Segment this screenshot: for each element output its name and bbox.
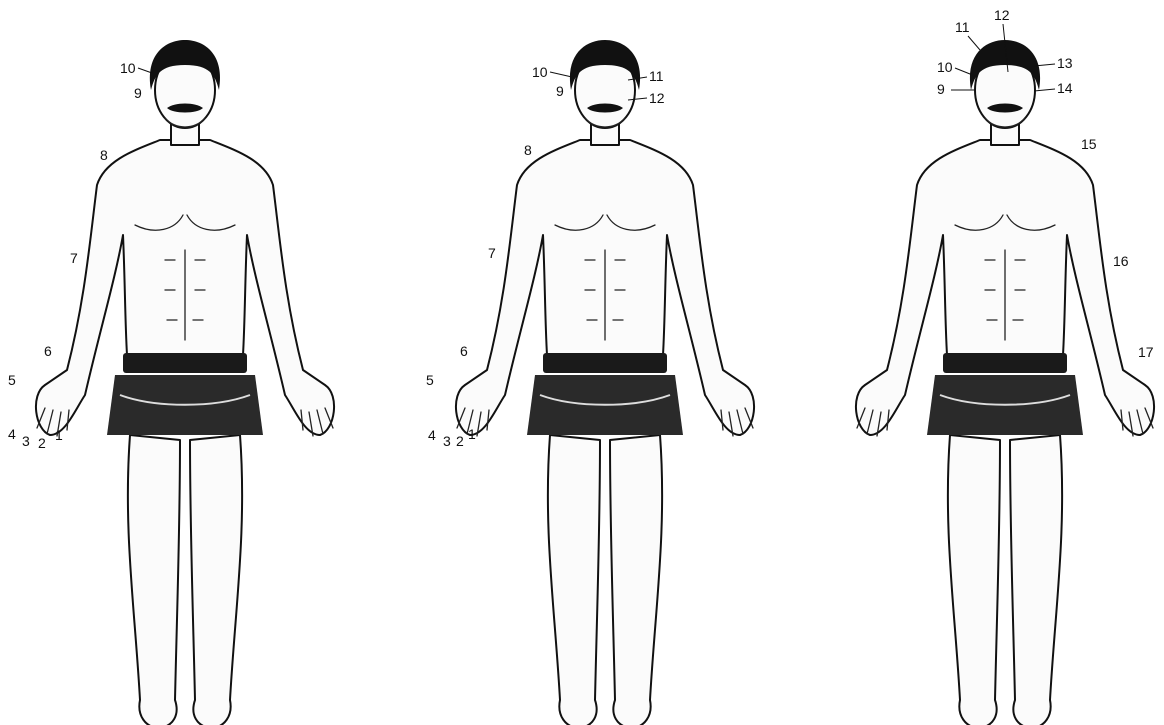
figure-3-label-14: 14 xyxy=(1057,80,1073,96)
figure-1-label-2: 2 xyxy=(38,435,46,451)
figure-1-label-8: 8 xyxy=(100,147,108,163)
figure-1-label-6: 6 xyxy=(44,343,52,359)
figure-3-label-15: 15 xyxy=(1081,136,1097,152)
figure-1-label-5: 5 xyxy=(8,372,16,388)
figure-3-label-10: 10 xyxy=(937,59,953,75)
figure-1-label-10: 10 xyxy=(120,60,136,76)
figure-2-label-5: 5 xyxy=(426,372,434,388)
figure-1-label-3: 3 xyxy=(22,433,30,449)
figure-3-label-16: 16 xyxy=(1113,253,1129,269)
figure-2-label-8: 8 xyxy=(524,142,532,158)
figure-2-label-7: 7 xyxy=(488,245,496,261)
figure-2-body xyxy=(456,40,754,725)
figure-1-body xyxy=(36,40,334,725)
figure-2-label-6: 6 xyxy=(460,343,468,359)
figure-2-label-9: 9 xyxy=(556,83,564,99)
figure-3-body xyxy=(856,40,1154,725)
figure-2: 10 9 11 12 8 7 6 5 4 3 2 1 xyxy=(426,40,754,725)
figure-2-label-2: 2 xyxy=(456,433,464,449)
figure-1-label-9: 9 xyxy=(134,85,142,101)
figure-3-label-12: 12 xyxy=(994,7,1010,23)
figure-2-label-12: 12 xyxy=(649,90,665,106)
figure-2-label-11: 11 xyxy=(649,68,664,84)
figure-3-label-13: 13 xyxy=(1057,55,1073,71)
figure-2-label-1: 1 xyxy=(468,426,476,442)
figure-3-label-11: 11 xyxy=(955,19,970,35)
figure-3-label-17: 17 xyxy=(1138,344,1154,360)
figure-3: 12 11 10 9 13 14 15 16 17 xyxy=(856,7,1154,725)
figure-2-label-4: 4 xyxy=(428,427,436,443)
figure-3-label-9: 9 xyxy=(937,81,945,97)
figure-2-label-10: 10 xyxy=(532,64,548,80)
figure-2-label-3: 3 xyxy=(443,433,451,449)
figure-1-label-7: 7 xyxy=(70,250,78,266)
figure-1-label-4: 4 xyxy=(8,426,16,442)
figure-1-label-1: 1 xyxy=(55,427,63,443)
figure-1: 10 9 8 7 6 5 4 3 2 1 xyxy=(8,40,334,725)
